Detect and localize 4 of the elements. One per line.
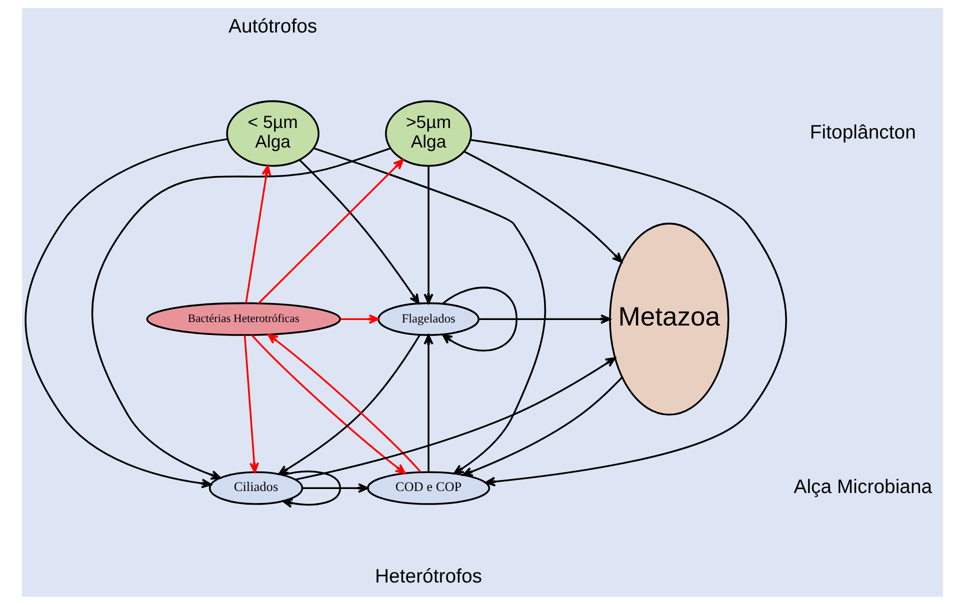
label: Alça Microbiana (793, 476, 932, 498)
label: Heterótrofos (374, 565, 482, 588)
label: Autótrofos (228, 16, 317, 38)
label: Fitoplâncton (809, 121, 916, 144)
